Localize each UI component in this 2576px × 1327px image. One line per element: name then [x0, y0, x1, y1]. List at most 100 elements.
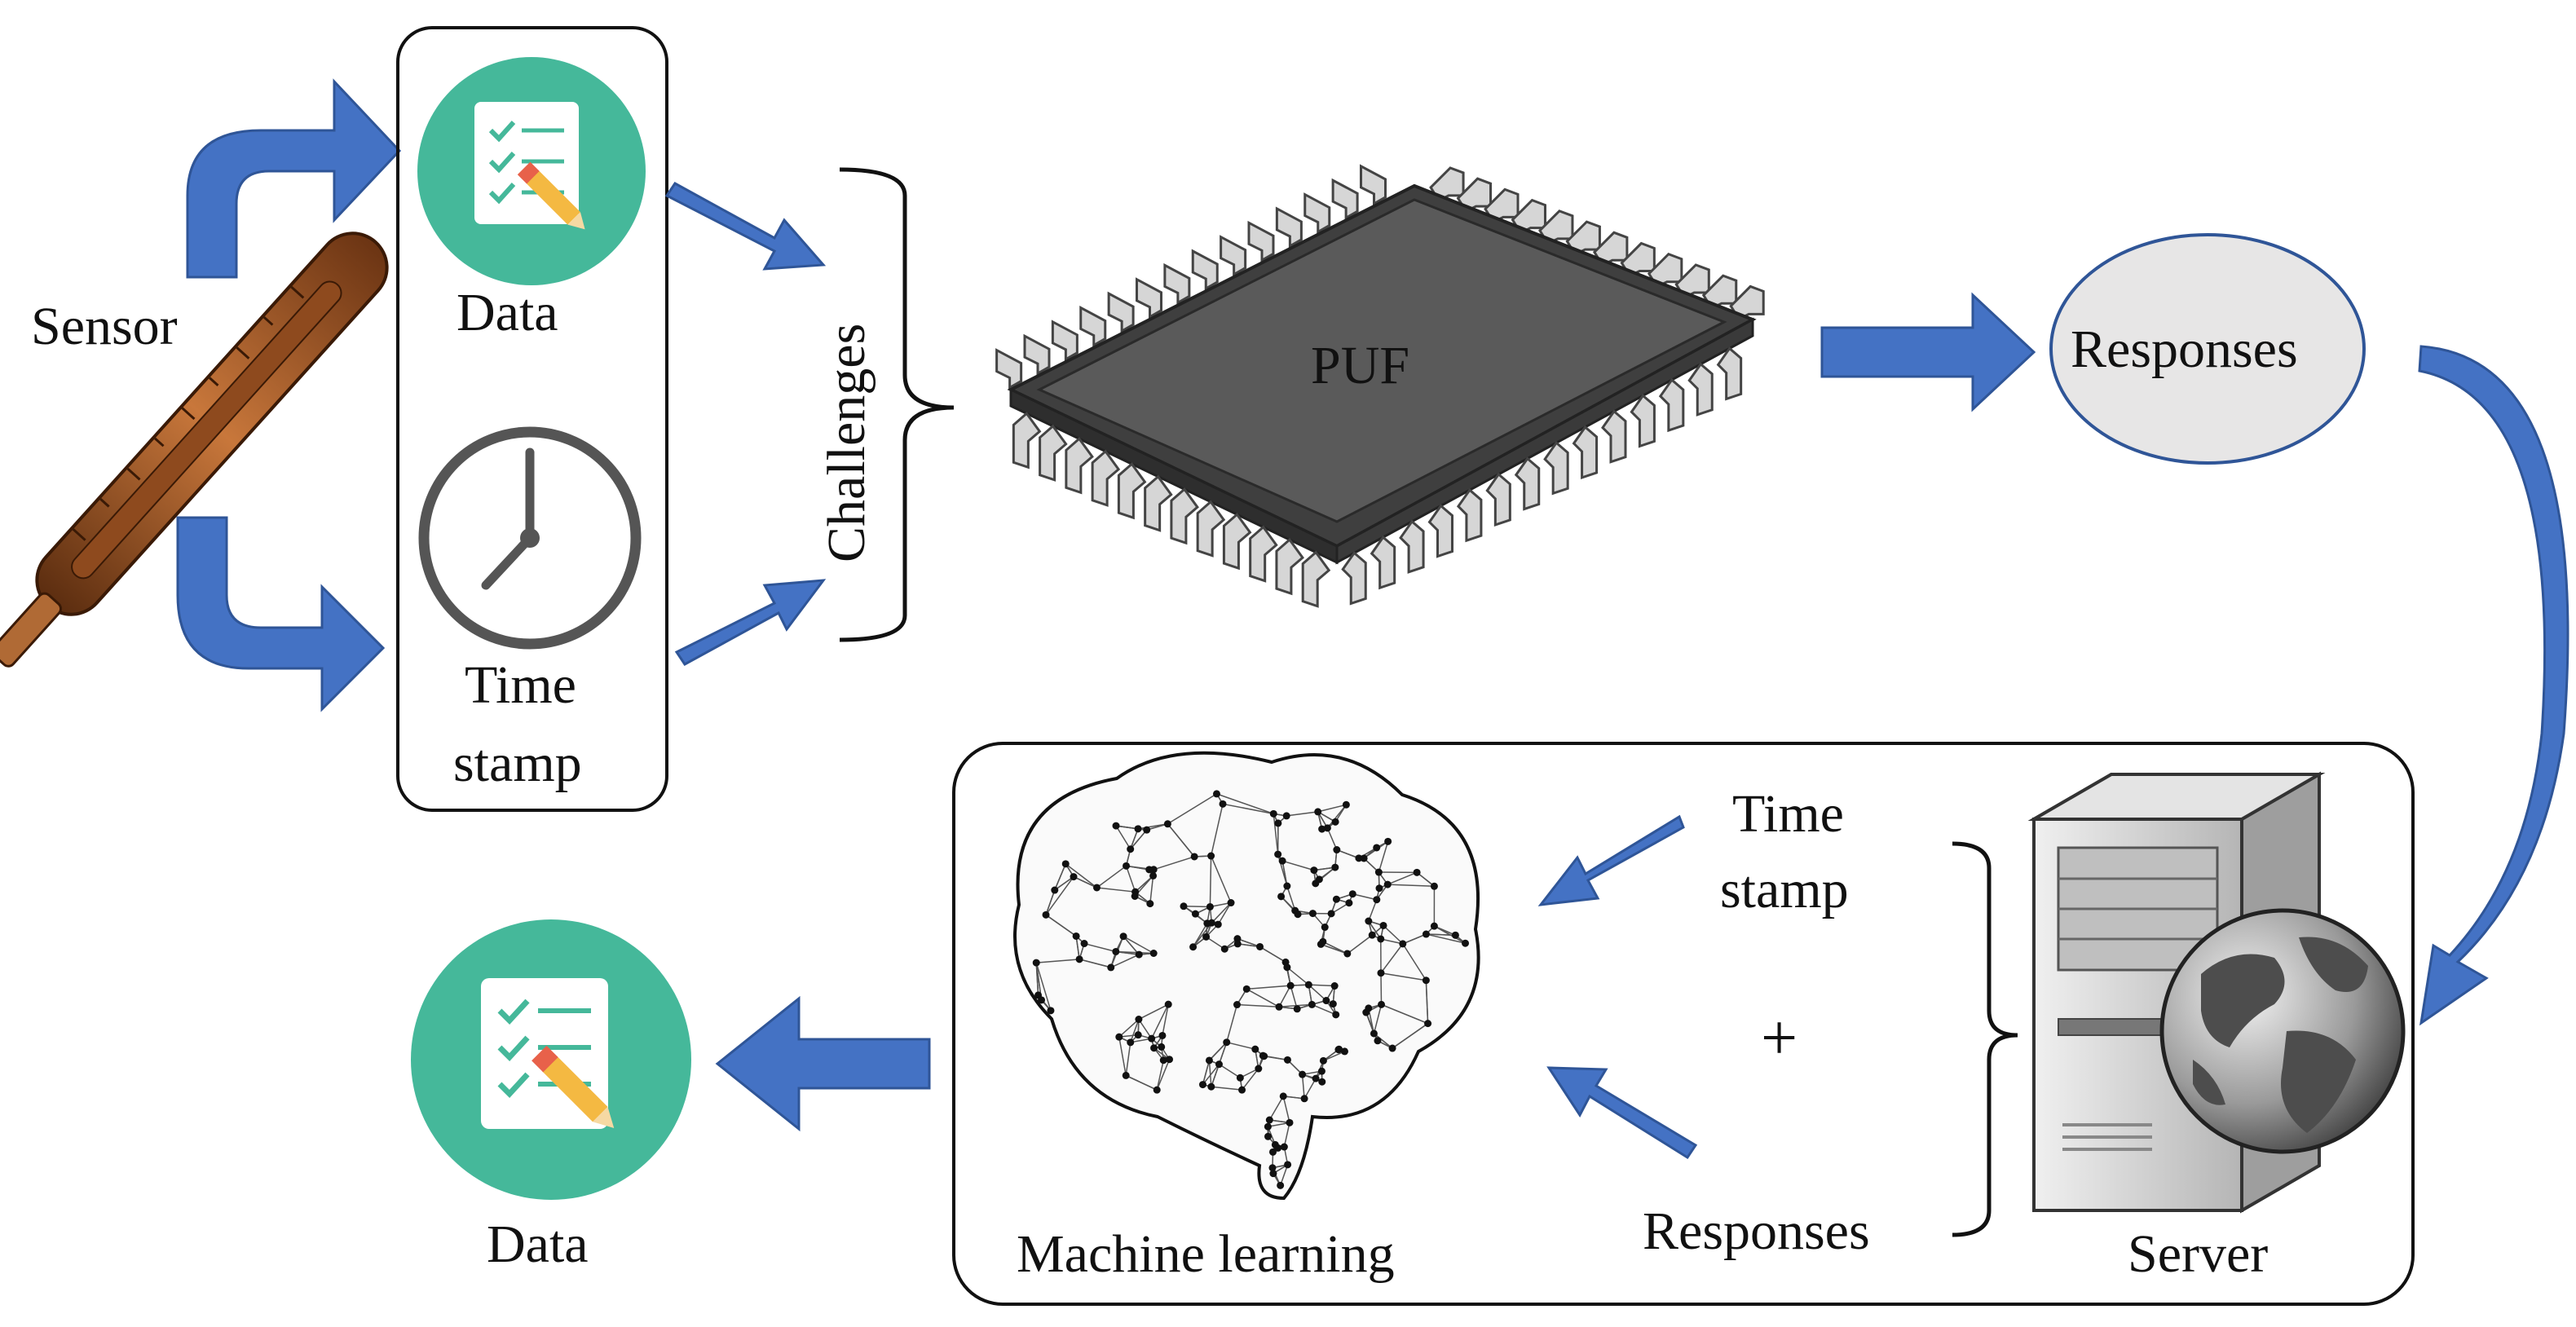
brain-node: [1375, 884, 1383, 893]
chip-lead: [1091, 449, 1121, 507]
brain-node: [1451, 931, 1459, 939]
brain-node: [1318, 825, 1326, 833]
chip-lead: [1012, 412, 1042, 470]
chip-lead: [1144, 474, 1173, 532]
brain-node: [1149, 871, 1158, 880]
chip-lead: [1456, 487, 1483, 543]
brain-edge: [1138, 1019, 1153, 1039]
responses-top-label: Responses: [2071, 320, 2298, 379]
brain-node: [1286, 981, 1295, 990]
brain-node: [1264, 1122, 1272, 1131]
brain-node: [1236, 1074, 1244, 1082]
brain-edge: [1078, 959, 1111, 968]
stamp-bottom-label: stamp: [1720, 860, 1849, 919]
brain-node: [1180, 902, 1188, 910]
brain-node: [1399, 940, 1407, 948]
brain-node: [1092, 884, 1101, 892]
brain-edge: [1226, 1004, 1238, 1043]
brain-node: [1462, 939, 1470, 947]
chip-lead: [1360, 164, 1387, 206]
brain-edge: [1323, 1051, 1345, 1062]
brain-edge: [1045, 914, 1077, 937]
brain-edge: [1434, 925, 1466, 944]
brain-node: [1238, 1086, 1246, 1094]
brain-edge: [1210, 855, 1232, 903]
brain-edge: [1156, 1059, 1171, 1091]
brain-node: [1122, 1071, 1130, 1079]
brain-edge: [1246, 988, 1280, 1007]
brain-node: [1317, 1067, 1325, 1075]
brain-edge: [1301, 1074, 1305, 1099]
brain-edge: [1138, 1003, 1169, 1021]
brain-edge: [1373, 1004, 1383, 1034]
brain-edge: [1286, 967, 1309, 985]
brain-edge: [1383, 924, 1404, 945]
brain-node: [1260, 1052, 1268, 1060]
brain-edge: [1373, 1033, 1393, 1049]
brain-edge: [1352, 893, 1377, 901]
brain-node: [1365, 1004, 1373, 1012]
brain-node: [1384, 837, 1392, 845]
responses-ellipse: [2049, 233, 2366, 465]
server-ml-box: [952, 742, 2415, 1306]
chip-lead: [995, 348, 1023, 390]
brain-node: [1274, 1144, 1282, 1152]
responses-bottom-label: Responses: [1643, 1201, 1870, 1261]
brain-edge: [1208, 1042, 1228, 1061]
brain-edge: [1378, 841, 1389, 873]
chip-lead: [1572, 425, 1599, 480]
brain-edge: [1222, 803, 1274, 815]
brain-node: [1332, 895, 1340, 903]
brain-edge: [1286, 885, 1296, 911]
brain-edge: [1246, 985, 1291, 990]
chip-lead: [1249, 525, 1278, 583]
brain-node: [1348, 890, 1356, 898]
brain-node: [1422, 977, 1430, 985]
brain-edge: [1237, 1003, 1280, 1008]
brain-node: [1277, 1181, 1285, 1189]
brain-edge: [1073, 875, 1097, 888]
brain-edge: [1054, 863, 1066, 891]
chip-lead: [1543, 441, 1569, 496]
server-bracket: [1952, 841, 2018, 1237]
brain-node: [1123, 862, 1131, 870]
brain-node: [1379, 921, 1387, 929]
brain-edge: [1347, 934, 1373, 954]
chip-lead: [1170, 487, 1199, 545]
checklist-icon-bottom: [411, 919, 691, 1200]
brain-node: [1360, 854, 1368, 862]
chip-lead: [1601, 409, 1627, 464]
data-bottom-label: Data: [487, 1215, 589, 1274]
brain-node: [1280, 1143, 1288, 1151]
brain-edge: [1209, 856, 1212, 907]
brain-node: [1331, 863, 1339, 871]
brain-edge: [1216, 793, 1274, 815]
puf-label: PUF: [1311, 336, 1409, 395]
brain-node: [1294, 910, 1302, 919]
chip-lead: [1275, 537, 1304, 596]
time-label: Time: [465, 655, 576, 715]
brain-node: [1413, 868, 1421, 876]
brain-edge: [1237, 943, 1260, 948]
brain-node: [1304, 981, 1312, 989]
brain-edge: [1219, 1064, 1241, 1078]
brain-edge: [1402, 943, 1427, 981]
brain-edge: [1167, 793, 1217, 825]
brain-node: [1286, 1118, 1294, 1126]
brain-node: [1430, 922, 1438, 930]
brain-node: [1335, 1045, 1343, 1053]
brain-node: [1377, 969, 1385, 977]
brain-edge: [1045, 889, 1056, 915]
brain-edge: [1226, 1041, 1255, 1050]
brain-edge: [1130, 829, 1148, 850]
brain-edge: [1317, 804, 1347, 813]
brain-node: [1310, 866, 1318, 875]
brain-node: [1329, 1000, 1337, 1008]
brain-edge: [1368, 899, 1378, 922]
brain-node: [1047, 1007, 1055, 1015]
brain-node: [1164, 1000, 1172, 1008]
chip-lead: [1630, 394, 1656, 448]
brain-node: [1127, 845, 1135, 853]
brain-node: [1145, 866, 1153, 874]
brain-edge: [1380, 972, 1383, 1005]
